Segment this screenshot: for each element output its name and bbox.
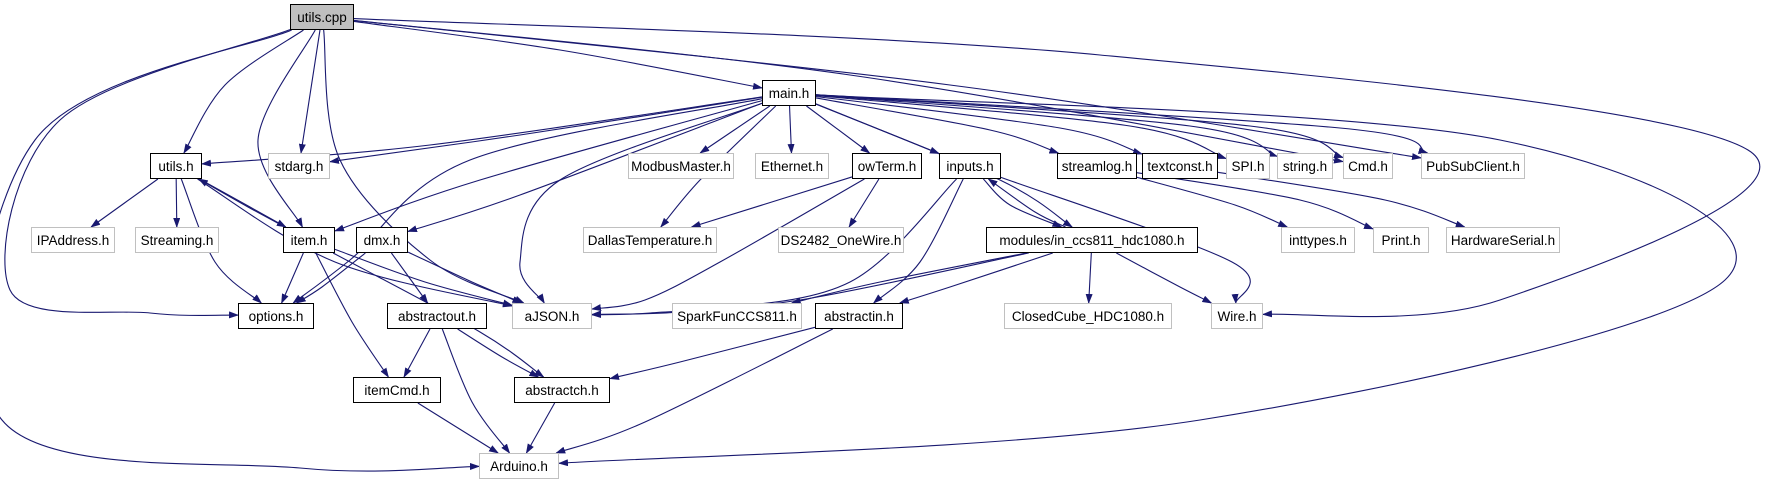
edge-main_h-string_h xyxy=(815,94,1278,157)
edge-main_h-textconst_h xyxy=(815,95,1143,155)
edge-main_h-modbusmaster_h xyxy=(699,105,771,154)
edge-modules_in_ccs811_hdc1080_h-closedcube_hdc1080_h xyxy=(1085,252,1093,304)
edge-owterm_h-dallastemperature_h xyxy=(690,176,853,228)
node-hardwareserial-h[interactable]: HardwareSerial.h xyxy=(1446,227,1560,253)
edge-modules_in_ccs811_hdc1080_h-inputs_h xyxy=(987,178,1066,228)
node-spi-h[interactable]: SPI.h xyxy=(1226,153,1270,179)
edge-abstractin_h-abstractch_h xyxy=(609,326,816,380)
edge-modules_in_ccs811_hdc1080_h-wire_h xyxy=(1116,252,1213,304)
node-abstractch-h[interactable]: abstractch.h xyxy=(514,377,610,403)
edge-abstractout_h-abstractch_h xyxy=(457,328,540,378)
node-ds2482-onewire-h[interactable]: DS2482_OneWire.h xyxy=(778,227,904,253)
edge-item_h-utils_h xyxy=(197,178,286,228)
edge-main_h-options_h xyxy=(292,98,763,304)
node-print-h[interactable]: Print.h xyxy=(1373,227,1429,253)
node-utils-h[interactable]: utils.h xyxy=(150,153,202,179)
node-dallastemperature-h[interactable]: DallasTemperature.h xyxy=(583,227,717,253)
node-arduino-h[interactable]: Arduino.h xyxy=(479,453,559,479)
node-itemcmd-h[interactable]: itemCmd.h xyxy=(353,377,441,403)
edge-utils_cpp-pubsubclient_h xyxy=(353,19,1422,160)
edge-utils_cpp-stdarg_h xyxy=(298,29,321,154)
edge-utils_cpp-wire_h xyxy=(353,18,1761,318)
edge-main_h-arduino_h xyxy=(558,94,1737,467)
edge-main_h-dmx_h xyxy=(407,102,763,233)
edge-utils_h-options_h xyxy=(180,178,263,304)
edge-inputs_h-wire_h xyxy=(1000,176,1251,304)
edge-main_h-pubsubclient_h xyxy=(815,94,1429,154)
node-ethernet-h[interactable]: Ethernet.h xyxy=(755,153,829,179)
node-item-h[interactable]: item.h xyxy=(283,227,335,253)
node-sparkfunccs811-h[interactable]: SparkFunCCS811.h xyxy=(672,303,802,329)
edge-utils_cpp-item_h xyxy=(257,29,316,228)
edge-dmx_h-ajson_h xyxy=(407,251,523,304)
edge-main_h-owterm_h xyxy=(806,105,871,154)
edge-abstractout_h-arduino_h xyxy=(441,328,511,454)
edge-item_h-ajson_h xyxy=(334,248,513,307)
edge-main_h-item_h xyxy=(334,100,763,232)
node-pubsubclient-h[interactable]: PubSubClient.h xyxy=(1421,153,1525,179)
edge-utils_cpp-options_h xyxy=(4,29,291,319)
edge-itemcmd_h-arduino_h xyxy=(417,402,499,454)
edge-modules_in_ccs811_hdc1080_h-abstractin_h xyxy=(898,252,1053,304)
edge-dmx_h-abstractout_h xyxy=(390,252,429,304)
edge-streamlog_h-print_h xyxy=(1136,172,1374,230)
edge-utils_cpp-utils_h xyxy=(183,29,304,154)
edge-main_h-streamlog_h xyxy=(815,97,1060,154)
node-cmd-h[interactable]: Cmd.h xyxy=(1343,153,1393,179)
node-main-h[interactable]: main.h xyxy=(762,80,816,106)
edge-main_h-stdarg_h xyxy=(329,96,763,164)
edge-streamlog_h-inttypes_h xyxy=(1136,176,1289,228)
node-closedcube-hdc1080-h[interactable]: ClosedCube_HDC1080.h xyxy=(1004,303,1172,329)
edge-utils_cpp-main_h xyxy=(353,20,763,90)
node-inttypes-h[interactable]: inttypes.h xyxy=(1281,227,1355,253)
node-owterm-h[interactable]: owTerm.h xyxy=(852,153,922,179)
node-abstractout-h[interactable]: abstractout.h xyxy=(387,303,487,329)
node-stdarg-h[interactable]: stdarg.h xyxy=(268,153,330,179)
edge-item_h-options_h xyxy=(281,252,304,304)
edge-owterm_h-ajson_h xyxy=(591,178,865,312)
node-dmx-h[interactable]: dmx.h xyxy=(356,227,408,253)
node-inputs-h[interactable]: inputs.h xyxy=(939,153,1001,179)
edge-main_h-ethernet_h xyxy=(787,105,795,154)
edge-abstractch_h-arduino_h xyxy=(525,402,556,454)
edge-modules_in_ccs811_hdc1080_h-ajson_h xyxy=(591,252,1029,319)
edge-main_h-ajson_h xyxy=(519,102,763,304)
edge-abstractin_h-arduino_h xyxy=(555,328,833,454)
edge-utils_h-ajson_h xyxy=(197,178,513,308)
edge-abstractout_h-itemcmd_h xyxy=(403,328,431,378)
edge-item_h-itemcmd_h xyxy=(315,252,389,378)
edge-inputs_h-abstractin_h xyxy=(872,178,964,304)
node-wire-h[interactable]: Wire.h xyxy=(1211,303,1263,329)
edge-utils_h-ipaddress_h xyxy=(90,178,159,228)
edge-dmx_h-options_h xyxy=(295,252,366,304)
edge-owterm_h-ds2482_onewire_h xyxy=(848,178,880,228)
edge-utils_cpp-arduino_h xyxy=(0,29,480,472)
node-ipaddress-h[interactable]: IPAddress.h xyxy=(31,227,115,253)
node-abstractin-h[interactable]: abstractin.h xyxy=(815,303,903,329)
node-options-h[interactable]: options.h xyxy=(238,303,314,329)
node-streaming-h[interactable]: Streaming.h xyxy=(135,227,219,253)
edge-main_h-spi_h xyxy=(815,95,1227,160)
node-streamlog-h[interactable]: streamlog.h xyxy=(1057,153,1137,179)
edge-main_h-cmd_h xyxy=(815,94,1344,159)
node-modbusmaster-h[interactable]: ModbusMaster.h xyxy=(628,153,734,179)
node-modules-in-ccs811-hdc1080-h[interactable]: modules/in_ccs811_hdc1080.h xyxy=(986,227,1198,253)
node-textconst-h[interactable]: textconst.h xyxy=(1142,153,1218,179)
edge-main_h-utils_h xyxy=(201,96,763,167)
node-utils-cpp: utils.cpp xyxy=(290,4,354,30)
edge-textconst_h-hardwareserial_h xyxy=(1217,171,1466,228)
edge-utils_cpp-ajson_h xyxy=(323,29,525,304)
edge-utils_h-streaming_h xyxy=(173,178,181,228)
node-string-h[interactable]: string.h xyxy=(1277,153,1333,179)
node-ajson-h[interactable]: aJSON.h xyxy=(512,303,592,329)
